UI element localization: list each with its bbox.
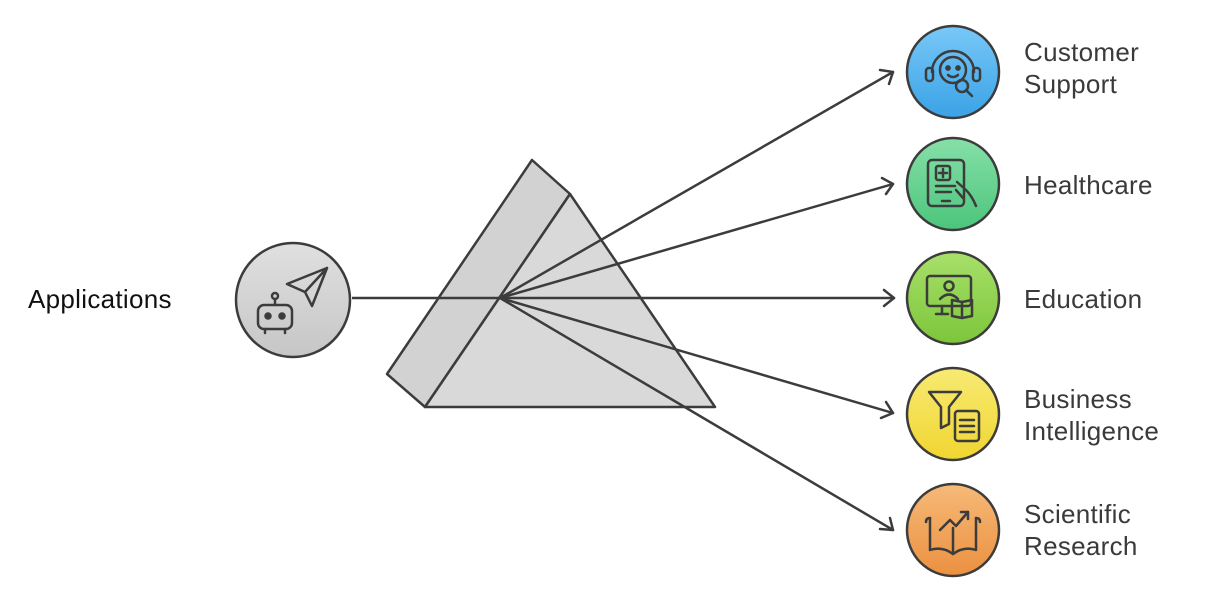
label-line: Customer (1024, 37, 1140, 67)
label-scientific-research: Scientific Research (1024, 498, 1138, 562)
output-node-business-intelligence (905, 366, 1001, 462)
arrowhead-scientific-research (878, 516, 895, 532)
output-node-healthcare (905, 136, 1001, 232)
label-business-intelligence: Business Intelligence (1024, 383, 1159, 447)
source-label-text: Applications (28, 284, 172, 314)
dispersed-rays (498, 68, 896, 532)
arrowhead-healthcare (880, 176, 895, 196)
ray-healthcare (498, 182, 895, 300)
output-node-customer-support (905, 24, 1001, 120)
prism-front-face (423, 192, 717, 409)
label-line: Healthcare (1024, 170, 1153, 200)
label-healthcare: Healthcare (1024, 169, 1153, 201)
label-education: Education (1024, 283, 1142, 315)
ray-scientific-research (498, 296, 895, 532)
filter-report-icon (927, 390, 981, 443)
online-teacher-icon (925, 274, 974, 320)
prism (385, 158, 717, 409)
book-growth-icon (924, 510, 982, 556)
medical-tablet-icon (926, 158, 978, 208)
label-line: Support (1024, 69, 1118, 99)
headset-search-icon (924, 49, 982, 98)
label-line: Business (1024, 384, 1132, 414)
source-node (234, 241, 352, 359)
arrowhead-education (882, 288, 896, 308)
output-node-education (905, 250, 1001, 346)
ray-customer-support (498, 70, 895, 300)
source-circle (234, 241, 352, 359)
arrowhead-customer-support (878, 68, 895, 86)
robot-send-icon (256, 266, 329, 335)
label-line: Research (1024, 531, 1138, 561)
label-line: Education (1024, 284, 1143, 314)
output-node-scientific-research (905, 482, 1001, 578)
label-customer-support: Customer Support (1024, 36, 1139, 100)
label-line: Intelligence (1024, 416, 1160, 446)
source-label: Applications (28, 283, 172, 315)
ray-business-intelligence (498, 296, 895, 415)
arrowhead-business-intelligence (879, 400, 895, 420)
label-line: Scientific (1024, 499, 1132, 529)
